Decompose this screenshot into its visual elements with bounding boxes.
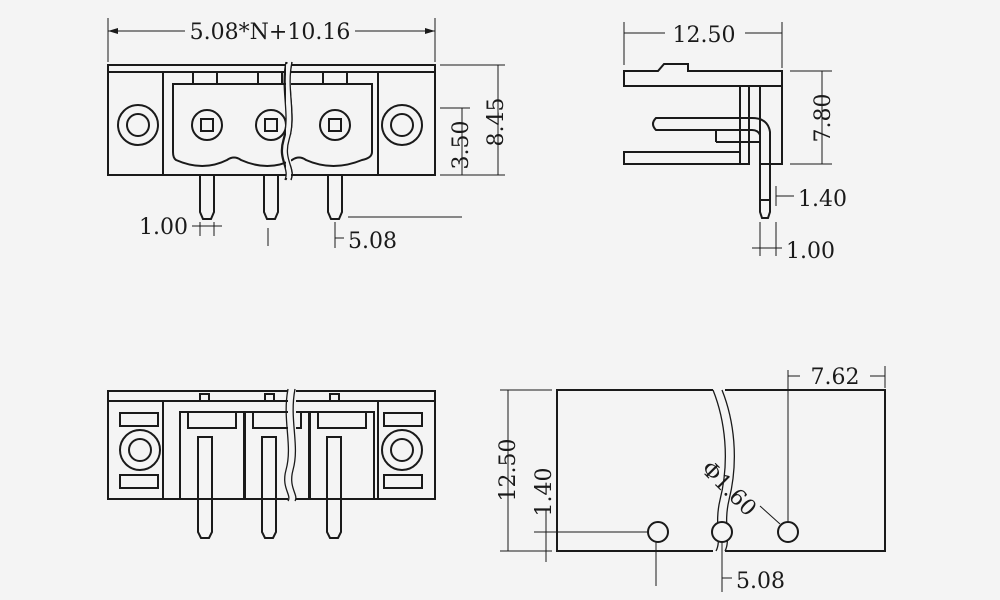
- pcb-layout-view: 7.62 12.50 1.40 Φ1.60 5.08: [496, 365, 886, 594]
- dim-pcb-pin-spacing: 7.62: [811, 365, 860, 390]
- dim-pcb-offset: 1.40: [532, 468, 557, 517]
- front-pin-3: [327, 175, 343, 220]
- side-pin: [759, 200, 771, 219]
- dim-side-height: 7.80: [811, 94, 836, 143]
- bottom-view: [107, 388, 436, 539]
- dim-side-pin-offset: 1.40: [798, 187, 847, 212]
- dim-pcb-hole-diameter: Φ1.60: [696, 457, 761, 522]
- dim-pitch-front: 5.08: [348, 229, 397, 254]
- screw-hole-3: [319, 109, 351, 141]
- dim-front-height-total: 8.45: [484, 98, 509, 147]
- front-housing-outline: [107, 64, 436, 176]
- dim-front-width: 5.08*N+10.16: [190, 20, 351, 45]
- mount-hole-right: [381, 104, 423, 146]
- pcb-hole-1: [647, 521, 669, 543]
- dim-pin-width: 1.00: [139, 215, 188, 240]
- front-pin-1: [199, 175, 215, 220]
- pcb-hole-3: [777, 521, 799, 543]
- dim-side-pin-width: 1.00: [786, 239, 835, 264]
- pcb-hole-2: [711, 521, 733, 543]
- dim-pcb-pitch: 5.08: [736, 569, 785, 594]
- screw-hole-2: [255, 109, 287, 141]
- screw-hole-1: [191, 109, 223, 141]
- dim-side-depth: 12.50: [673, 23, 736, 48]
- front-pin-2: [263, 175, 279, 220]
- side-view: 12.50 7.80 1.40 1.00: [623, 22, 847, 264]
- dim-front-height-inner: 3.50: [449, 121, 474, 170]
- dim-pcb-height: 12.50: [496, 439, 521, 502]
- front-view: 5.08*N+10.16 3.50 8.45 1.00 5.08: [107, 18, 509, 254]
- mount-hole-left: [117, 104, 159, 146]
